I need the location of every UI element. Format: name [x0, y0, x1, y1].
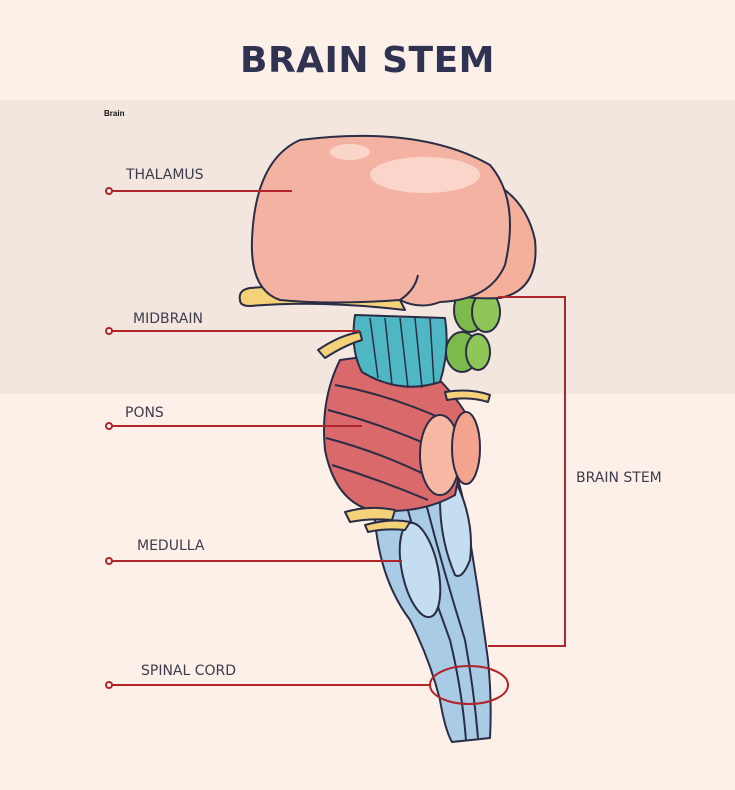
label-midbrain: MIDBRAIN: [133, 311, 203, 327]
label-spinal-cord: SPINAL CORD: [141, 663, 237, 679]
thalamus-shape: [250, 134, 537, 307]
corner-label: Brain: [104, 109, 125, 118]
label-medulla: MEDULLA: [137, 538, 205, 554]
pons-shape: [323, 351, 481, 512]
thalamus-leader-dot: [105, 187, 113, 195]
label-pons: PONS: [125, 405, 164, 421]
spinal-cord-highlight-ring: [429, 665, 509, 705]
medulla-leader-dot: [105, 557, 113, 565]
label-thalamus: THALAMUS: [126, 167, 204, 183]
medulla-shape: [374, 469, 492, 743]
brain-stem-bracket: [488, 296, 566, 647]
spinal-cord-leader-dot: [105, 681, 113, 689]
midbrain-leader-dot: [105, 327, 113, 335]
page-title: BRAIN STEM: [240, 40, 495, 81]
leader-lines: [105, 187, 566, 705]
pons-leader-dot: [105, 422, 113, 430]
label-brain-stem: BRAIN STEM: [576, 470, 662, 486]
